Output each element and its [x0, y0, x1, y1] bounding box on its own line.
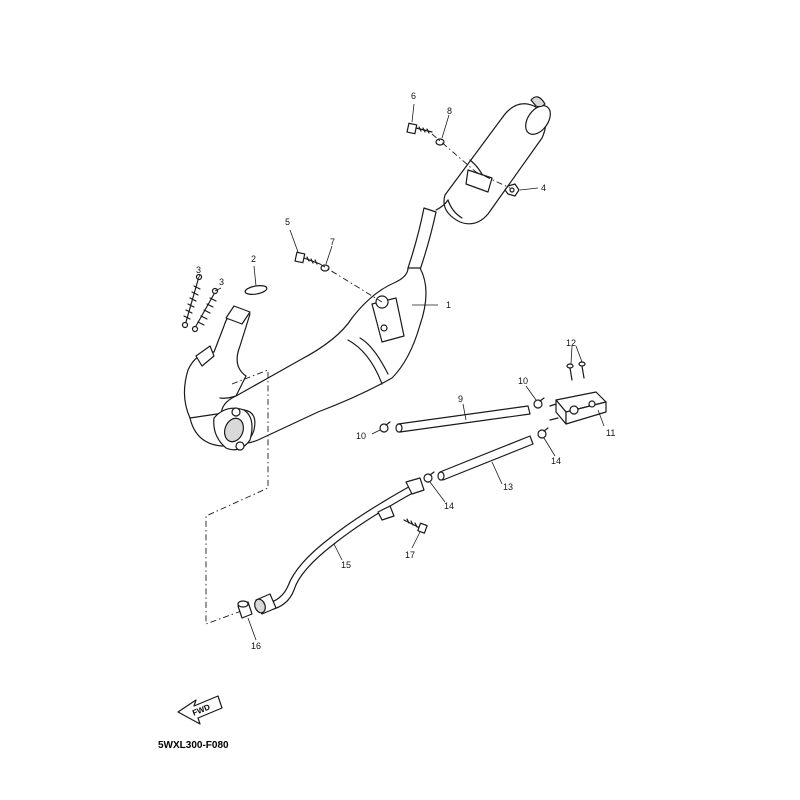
spring-left [181, 273, 203, 329]
bolt-17 [403, 518, 428, 534]
hose-9 [395, 405, 531, 433]
callout-11: 11 [606, 428, 615, 438]
exhaust-pipe [183, 199, 449, 451]
screw-12-right [578, 361, 586, 379]
callout-1: 1 [446, 300, 451, 310]
callout-10-right: 10 [518, 376, 528, 386]
forward-direction-arrow: FWD [177, 695, 223, 725]
breather-pipe [254, 477, 425, 615]
callout-3-left: 3 [196, 265, 201, 275]
valve-joint [549, 391, 607, 425]
screw-12-left [566, 363, 574, 381]
callout-3-right: 3 [219, 277, 224, 287]
hose-clip-10-left [379, 421, 391, 433]
nut-4 [504, 183, 520, 197]
spring-right [191, 287, 219, 333]
callout-7: 7 [330, 237, 335, 247]
callout-14-right: 14 [551, 456, 561, 466]
callout-2: 2 [251, 254, 256, 264]
hose-clip-14-right [537, 427, 549, 439]
callout-6: 6 [411, 91, 416, 101]
callout-12: 12 [566, 338, 576, 348]
callout-10-left: 10 [356, 431, 366, 441]
alignment-line-mid [319, 263, 383, 303]
callout-16: 16 [251, 641, 261, 651]
washer-8 [435, 138, 445, 146]
callout-15: 15 [341, 560, 351, 570]
alignment-line-upper [431, 133, 511, 189]
callout-9: 9 [458, 394, 463, 404]
bolt-5 [294, 251, 321, 265]
washer-7 [320, 264, 330, 272]
callout-labels: 1 2 3 3 4 5 6 7 8 9 10 10 11 12 13 14 14… [196, 91, 615, 651]
muffler [443, 96, 551, 225]
alignment-frame [205, 369, 269, 625]
callout-5: 5 [285, 217, 290, 227]
leader-lines [197, 103, 605, 641]
callout-17: 17 [405, 550, 415, 560]
bolt-6 [406, 122, 433, 135]
callout-8: 8 [447, 106, 452, 116]
callout-14-left: 14 [444, 501, 454, 511]
collar-16 [237, 600, 253, 619]
hose-clip-14-left [423, 471, 435, 483]
gasket [244, 285, 268, 295]
hose-clip-10-right [533, 397, 545, 409]
diagram-code: 5WXL300-F080 [158, 740, 229, 751]
hose-13 [437, 435, 534, 481]
callout-13: 13 [503, 482, 513, 492]
callout-4: 4 [541, 183, 546, 193]
